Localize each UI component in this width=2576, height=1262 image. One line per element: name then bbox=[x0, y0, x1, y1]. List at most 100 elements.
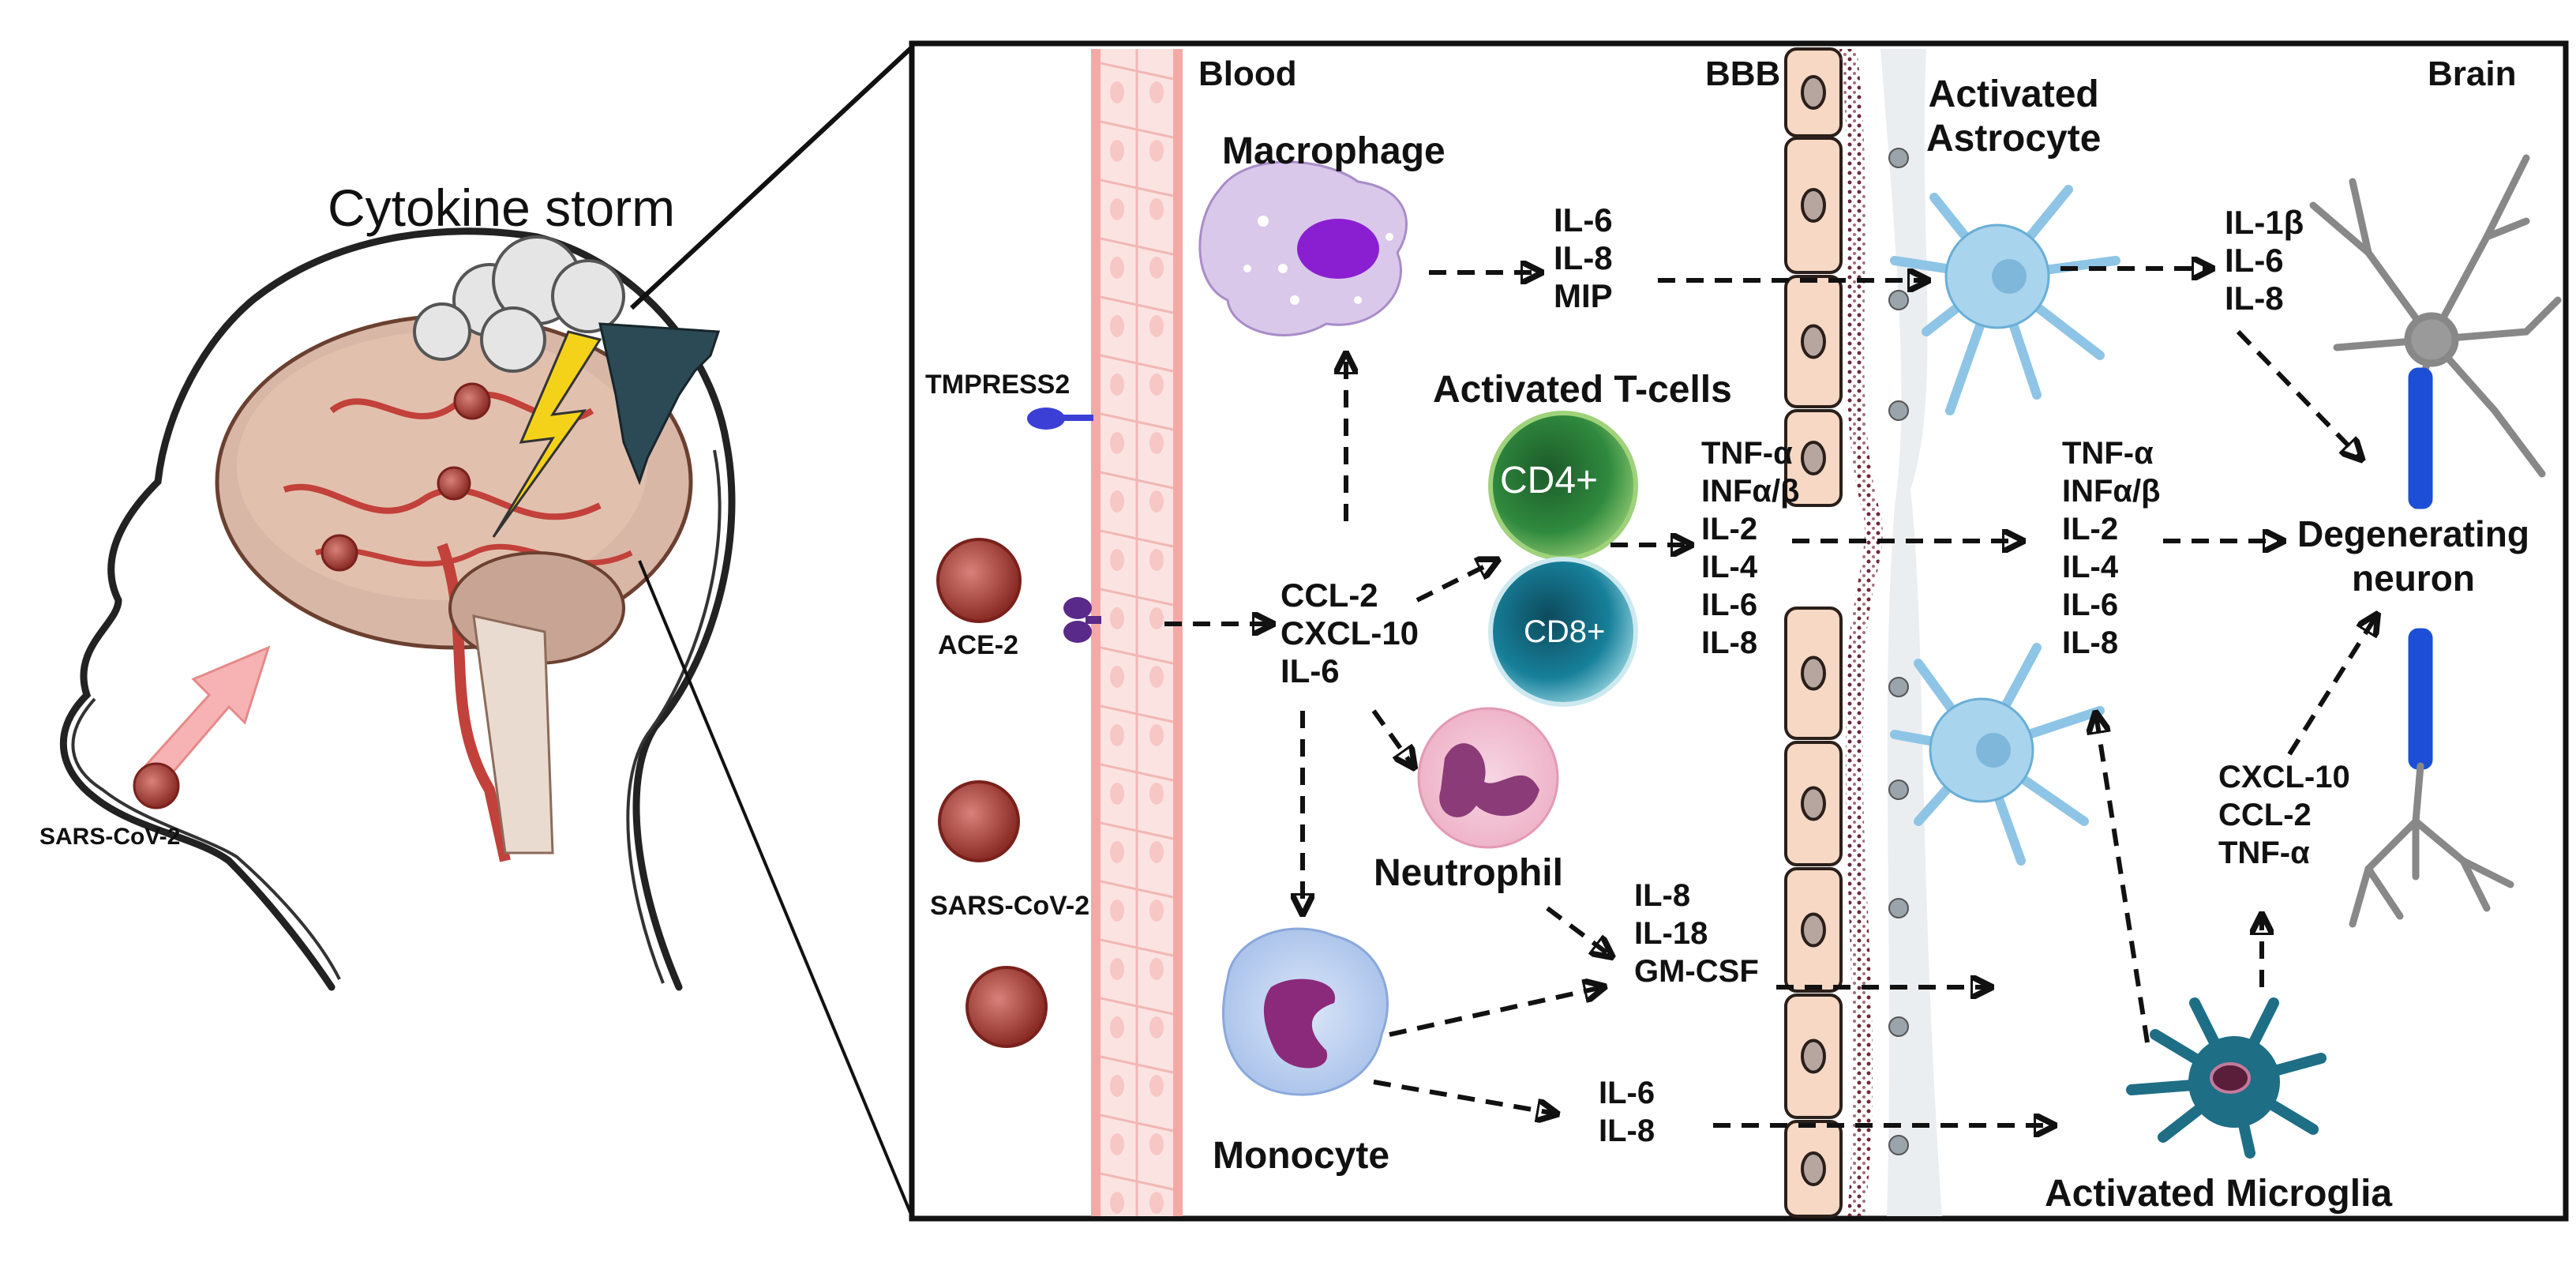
cytokine: IL-8 bbox=[1634, 878, 1691, 913]
vessel-cell-border bbox=[1100, 704, 1174, 723]
flow-arrows bbox=[1164, 269, 2376, 1125]
cd8-tcell bbox=[1488, 557, 1638, 707]
neuron-label-line2: neuron bbox=[2352, 558, 2475, 599]
vessel-cell-border bbox=[1100, 821, 1174, 840]
cytokine: IL-6 bbox=[2225, 242, 2284, 279]
vessel-cell-border bbox=[1100, 354, 1174, 373]
vessel-cell-nucleus bbox=[1110, 257, 1124, 279]
tornado-icon bbox=[598, 322, 721, 486]
cytokines-monocyte: IL-6 IL-8 bbox=[1599, 1074, 1655, 1150]
virus-icon bbox=[966, 966, 1048, 1048]
cytokine: TNF-α bbox=[2062, 436, 2154, 471]
cytokine: IL-6 bbox=[2062, 588, 2119, 622]
head-outline bbox=[59, 227, 736, 991]
vessel-cell-border bbox=[1100, 62, 1174, 81]
cytokine: IL-18 bbox=[1634, 916, 1708, 951]
bbb-wall bbox=[1784, 47, 1942, 1218]
astrocyte-label-line1: Activated bbox=[1928, 73, 2099, 115]
arrow-to-tcells bbox=[1415, 561, 1496, 603]
ace2-label: ACE-2 bbox=[938, 630, 1019, 660]
vessel-cell-border bbox=[1100, 295, 1174, 314]
vessel-cell-nucleus bbox=[1149, 198, 1164, 220]
vessel-cell-nucleus bbox=[1110, 549, 1124, 571]
vessel-cell-nucleus bbox=[1110, 198, 1124, 220]
vessel-cell-border bbox=[1100, 120, 1174, 139]
cytokine: CXCL-10 bbox=[2218, 760, 2350, 794]
neuron-top bbox=[2309, 154, 2562, 509]
neutrophil-label: Neutrophil bbox=[1374, 852, 1563, 894]
vessel-cell-nucleus bbox=[1149, 315, 1164, 337]
vessel-cell-nucleus bbox=[1149, 1075, 1164, 1097]
vessel-cell-border bbox=[1100, 938, 1174, 957]
arrow-neutrophil-out bbox=[1546, 906, 1610, 956]
cytokine: CCL-2 bbox=[2218, 798, 2312, 832]
vessel-cell-border bbox=[1100, 997, 1174, 1016]
macrophage-cell bbox=[1198, 160, 1408, 336]
pericyte-nucleus bbox=[1888, 898, 1909, 918]
vessel-cell-border bbox=[1100, 646, 1174, 665]
cytokine: INFα/β bbox=[1701, 474, 1800, 509]
cytokine: IL-2 bbox=[1701, 512, 1758, 546]
virus-icon bbox=[453, 382, 491, 420]
pericyte-nucleus bbox=[1888, 400, 1909, 421]
cytokines-astrocyte: IL-1β IL-6 IL-8 bbox=[2225, 204, 2304, 317]
virus-icon bbox=[133, 762, 180, 809]
vessel-cell-border bbox=[1100, 178, 1174, 197]
region-blood: Blood bbox=[1198, 54, 1297, 93]
cytokine: IL-6 bbox=[1599, 1076, 1655, 1110]
bbb-cell-nucleus bbox=[1801, 75, 1826, 110]
ace2-receptor-icon bbox=[1063, 597, 1101, 643]
vessel-cell-nucleus bbox=[1149, 1192, 1164, 1214]
zoom-line-bottom bbox=[638, 560, 913, 1217]
virus-icon bbox=[437, 466, 471, 501]
vessel-cell-nucleus bbox=[1110, 607, 1124, 629]
neuron-label: Degenerating neuron bbox=[2297, 512, 2529, 600]
pericyte-nucleus bbox=[1888, 1135, 1909, 1155]
tmpress2-receptor-icon bbox=[1027, 408, 1093, 430]
astrocyte-cell bbox=[1890, 643, 2105, 866]
cytokine: TNF-α bbox=[1701, 436, 1793, 471]
vessel-cell-nucleus bbox=[1110, 783, 1124, 805]
vessel-cell-nucleus bbox=[1110, 315, 1124, 337]
vessel-cell-nucleus bbox=[1110, 1192, 1124, 1214]
vessel-cell-nucleus bbox=[1149, 1133, 1164, 1155]
cytokine: IL-8 bbox=[2225, 280, 2284, 317]
cytokine: IL-8 bbox=[1701, 625, 1758, 660]
storm-cloud-icon bbox=[413, 235, 625, 373]
cytokine: IL-8 bbox=[1554, 239, 1613, 276]
lightning-icon bbox=[492, 330, 602, 538]
vessel-cell-nucleus bbox=[1149, 958, 1164, 980]
virus-label: SARS-CoV-2 bbox=[930, 891, 1090, 921]
cytokine: IL-6 bbox=[1554, 201, 1613, 239]
cytokine: INFα/β bbox=[2062, 474, 2161, 509]
neuron-bottom bbox=[2349, 628, 2514, 928]
vessel-cell-nucleus bbox=[1149, 724, 1164, 746]
cd4-label: CD4+ bbox=[1500, 460, 1599, 501]
vessel-cell-nucleus bbox=[1110, 841, 1124, 863]
vessel-cell-border bbox=[1100, 1055, 1174, 1074]
tmpress2-label: TMPRESS2 bbox=[925, 370, 1071, 400]
pericyte-nucleus bbox=[1888, 779, 1909, 800]
vessel-cell-nucleus bbox=[1110, 140, 1124, 162]
vessel-cell-nucleus bbox=[1149, 549, 1164, 571]
vessel-cell-nucleus bbox=[1149, 374, 1164, 396]
vessel-cell-nucleus bbox=[1149, 257, 1164, 279]
virus-icon bbox=[938, 780, 1020, 862]
bbb-cell-nucleus bbox=[1801, 324, 1826, 359]
cytokines-microglia: CXCL-10 CCL-2 TNF-α bbox=[2218, 758, 2350, 872]
cytokine: MIP bbox=[1554, 277, 1613, 314]
cytokine: GM-CSF bbox=[1634, 954, 1759, 989]
astrocyte-label-line2: Astrocyte bbox=[1926, 118, 2102, 160]
cytokine: IL-2 bbox=[2062, 512, 2119, 546]
cytokine: IL-6 bbox=[1701, 588, 1758, 622]
microglia-cell bbox=[2126, 997, 2327, 1159]
bbb-cell-nucleus bbox=[1801, 1039, 1826, 1074]
arrow-monocyte-to-gmcsf bbox=[1389, 987, 1603, 1037]
vessel-cell-border bbox=[1100, 1114, 1174, 1132]
bbb-cell-nucleus bbox=[1801, 655, 1826, 691]
arrow-monocyte-to-il6 bbox=[1373, 1080, 1555, 1114]
cytokine-storm-title: Cytokine storm bbox=[328, 178, 676, 237]
microglia-label: Activated Microglia bbox=[2045, 1173, 2393, 1215]
cytokine: IL-6 bbox=[1281, 652, 1340, 689]
